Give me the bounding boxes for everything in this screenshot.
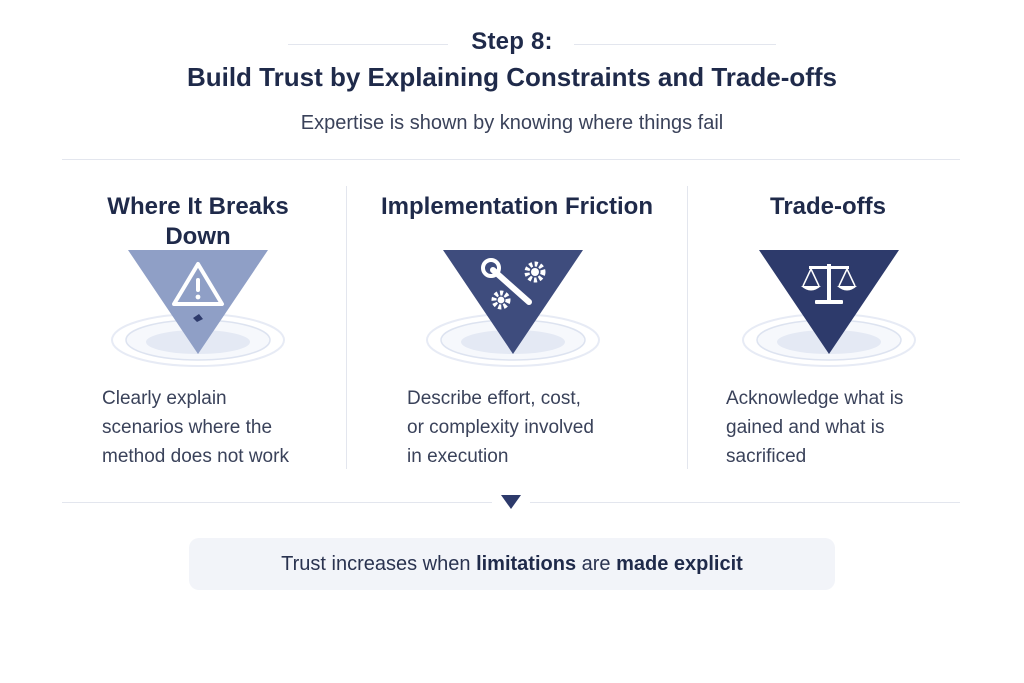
wrench-gears-icon bbox=[426, 250, 600, 367]
column-description: Clearly explain scenarios where the meth… bbox=[102, 384, 342, 471]
header-divider-right bbox=[574, 44, 776, 45]
column-trade-offs: Trade-offs Acknowledge what is gained an… bbox=[688, 186, 960, 476]
warning-icon bbox=[111, 250, 285, 367]
description-line: or complexity involved bbox=[407, 417, 594, 438]
column-implementation-friction: Implementation Friction Describe effort,… bbox=[347, 186, 687, 476]
description-line: Describe effort, cost, bbox=[407, 388, 581, 409]
balance-scale-icon bbox=[742, 250, 916, 367]
page-subtitle: Expertise is shown by knowing where thin… bbox=[300, 112, 724, 134]
description-line: Clearly explain bbox=[102, 388, 227, 409]
column-description: Acknowledge what is gained and what is s… bbox=[726, 384, 956, 471]
description-line: method does not work bbox=[102, 446, 289, 467]
description-line: sacrificed bbox=[726, 446, 807, 467]
column-description: Describe effort, cost, or complexity inv… bbox=[407, 384, 667, 471]
description-line: in execution bbox=[407, 446, 509, 467]
page-title: Build Trust by Explaining Constraints an… bbox=[186, 62, 838, 92]
chevron-down-icon bbox=[501, 495, 521, 509]
top-divider bbox=[62, 159, 960, 160]
column-divider bbox=[687, 186, 688, 469]
conclusion-prefix: Trust increases when bbox=[281, 552, 471, 575]
bottom-divider-right bbox=[530, 502, 960, 503]
description-line: scenarios where the bbox=[102, 417, 273, 438]
conclusion-emphasis-limitations: limitations bbox=[476, 552, 577, 575]
conclusion-banner: Trust increases when limitations are mad… bbox=[189, 538, 835, 590]
conclusion-middle: are bbox=[581, 552, 611, 575]
step-label: Step 8: bbox=[471, 28, 553, 55]
column-where-it-breaks-down: Where It Breaks Down Clearly explain sce… bbox=[62, 186, 346, 476]
column-title: Implementation Friction bbox=[380, 193, 653, 220]
description-line: Acknowledge what is bbox=[726, 388, 904, 409]
conclusion-emphasis-explicit: made explicit bbox=[616, 552, 743, 575]
description-line: gained and what is bbox=[726, 417, 885, 438]
column-title: Where It Breaks Down bbox=[107, 193, 289, 250]
column-divider bbox=[346, 186, 347, 469]
bottom-divider-left bbox=[62, 502, 492, 503]
column-title: Trade-offs bbox=[769, 193, 886, 220]
header-divider-left bbox=[288, 44, 448, 45]
